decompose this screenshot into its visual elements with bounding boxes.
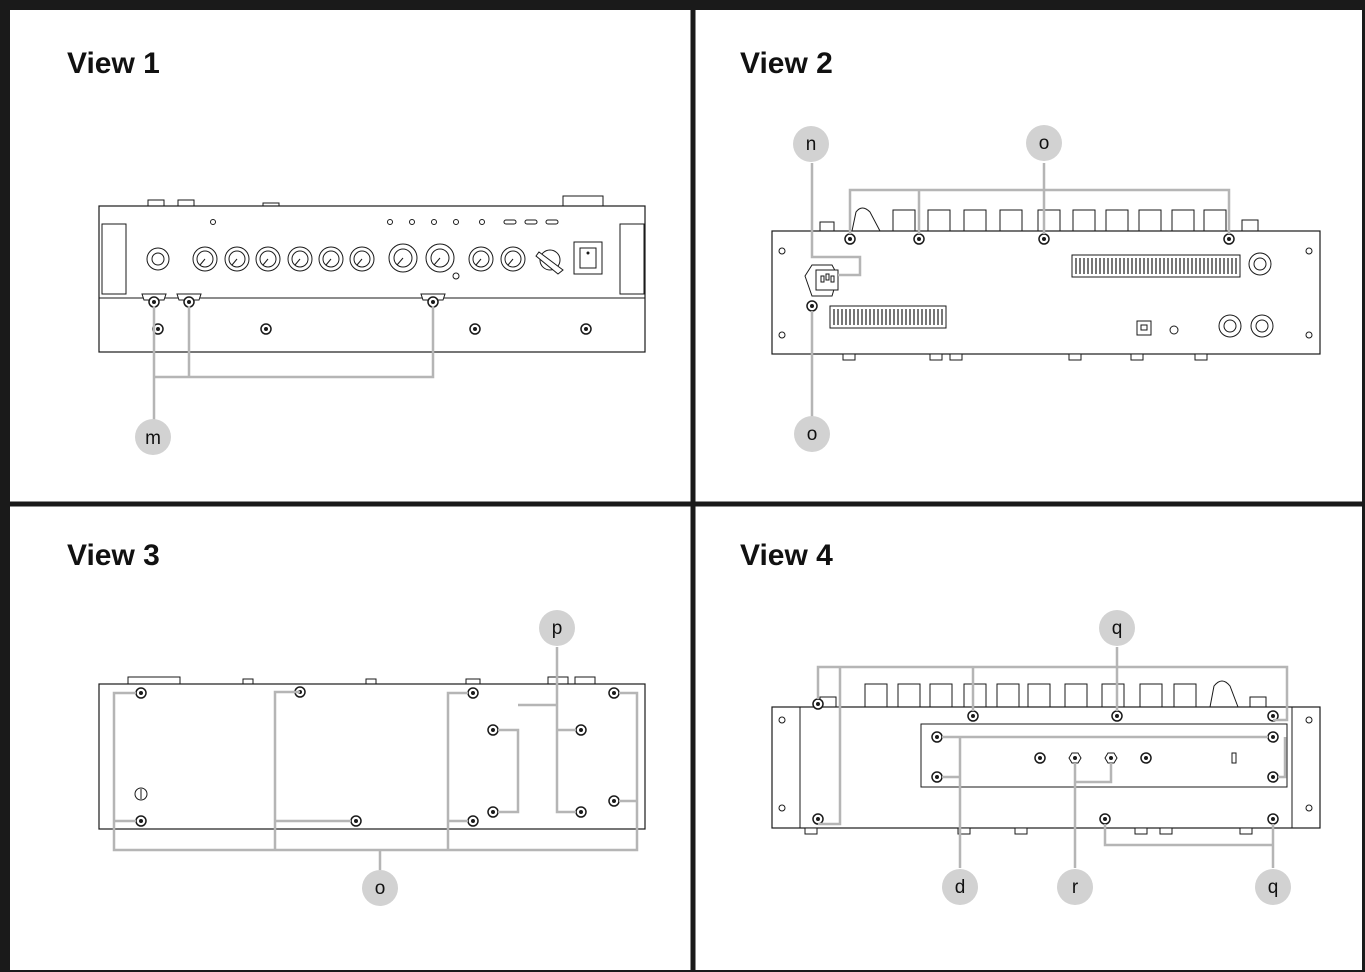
leader-line: [112, 690, 639, 870]
view-2-drawing: [771, 163, 1321, 418]
foot-row: [152, 323, 592, 335]
knob-icon: [963, 209, 987, 232]
knob-icon: [892, 209, 916, 232]
leader-line: [810, 163, 862, 277]
led-row: [210, 219, 559, 225]
svg-text:o: o: [375, 878, 386, 899]
knob-icon: [1101, 683, 1125, 708]
power-inlet-icon: [804, 264, 839, 297]
knob-icon: [500, 246, 526, 272]
callout-p: p: [539, 610, 575, 646]
callout-m: m: [135, 419, 171, 455]
svg-text:d: d: [955, 877, 966, 898]
vent-slots-icon: [829, 254, 1241, 329]
knob-icon: [1072, 209, 1096, 232]
leader-line: [816, 647, 1289, 826]
jack-icon: [1248, 252, 1272, 276]
svg-text:o: o: [807, 424, 818, 445]
view-3-title: View 3: [67, 539, 160, 572]
knob-icon: [897, 683, 921, 708]
knob-icon: [287, 246, 313, 272]
svg-text:q: q: [1268, 877, 1279, 898]
knob-icon: [192, 246, 218, 272]
leader-line: [1073, 763, 1113, 868]
callout-o-top: o: [1026, 125, 1062, 161]
power-switch-icon: [573, 241, 603, 275]
svg-text:m: m: [145, 428, 161, 449]
knob-icon: [425, 243, 455, 273]
callout-r: r: [1057, 869, 1093, 905]
view-4-title: View 4: [740, 539, 833, 572]
svg-text:n: n: [806, 134, 817, 155]
pointer-knob-icon: [851, 207, 881, 232]
callout-d: d: [942, 869, 978, 905]
view-3-drawing: [98, 647, 646, 870]
usb-port-icon: [1136, 320, 1152, 336]
knob-icon: [1037, 209, 1061, 232]
callout-n: n: [793, 126, 829, 162]
jack-icon: [1218, 314, 1242, 338]
knob-icon: [1138, 209, 1162, 232]
knob-icon: [1139, 683, 1163, 708]
device-rear-panel: [771, 230, 1321, 355]
view-2-title: View 2: [740, 47, 833, 80]
knob-icon: [134, 787, 148, 801]
knob-icon: [864, 683, 888, 708]
knob-icon: [388, 243, 418, 273]
knob-icon: [468, 246, 494, 272]
bottom-plate: [920, 723, 1288, 788]
view-1-title: View 1: [67, 47, 160, 80]
leader-line: [152, 306, 435, 420]
knob-icon: [1027, 683, 1051, 708]
knob-row: [192, 243, 526, 280]
screw-icon: [420, 293, 446, 308]
knob-icon: [1173, 683, 1197, 708]
callout-q-bottom: q: [1255, 869, 1291, 905]
selector-knob-icon: [535, 249, 564, 275]
callout-q-top: q: [1099, 610, 1135, 646]
svg-text:r: r: [1072, 877, 1079, 898]
callout-o-bottom: o: [794, 416, 830, 452]
top-knob-row: [819, 207, 1259, 232]
knob-icon: [1203, 209, 1227, 232]
knob-icon: [999, 209, 1023, 232]
knob-icon: [963, 683, 987, 708]
svg-text:q: q: [1112, 618, 1123, 639]
knob-icon: [996, 683, 1020, 708]
knob-icon: [255, 246, 281, 272]
view-1-drawing: [98, 195, 646, 420]
leader-line: [498, 647, 576, 814]
leader-line: [1103, 737, 1287, 868]
knob-icon: [929, 683, 953, 708]
svg-text:p: p: [552, 618, 563, 639]
knob-icon: [349, 246, 375, 272]
callout-o: o: [362, 870, 398, 906]
knob-icon: [224, 246, 250, 272]
screw-icon: [141, 293, 167, 308]
view-4-drawing: [771, 647, 1321, 868]
device-front-panel: [98, 205, 646, 353]
leader-line: [848, 163, 1231, 234]
svg-text:o: o: [1039, 133, 1050, 154]
pointer-knob-icon: [1209, 680, 1239, 708]
device-bottom-panel: [98, 683, 646, 830]
knob-icon: [1105, 209, 1129, 232]
top-knob-row: [819, 680, 1267, 708]
knob-icon: [1171, 209, 1195, 232]
knob-icon: [318, 246, 344, 272]
knob-icon: [927, 209, 951, 232]
leader-line: [942, 735, 1268, 868]
knob-icon: [1064, 683, 1088, 708]
jack-icon: [1250, 314, 1274, 338]
